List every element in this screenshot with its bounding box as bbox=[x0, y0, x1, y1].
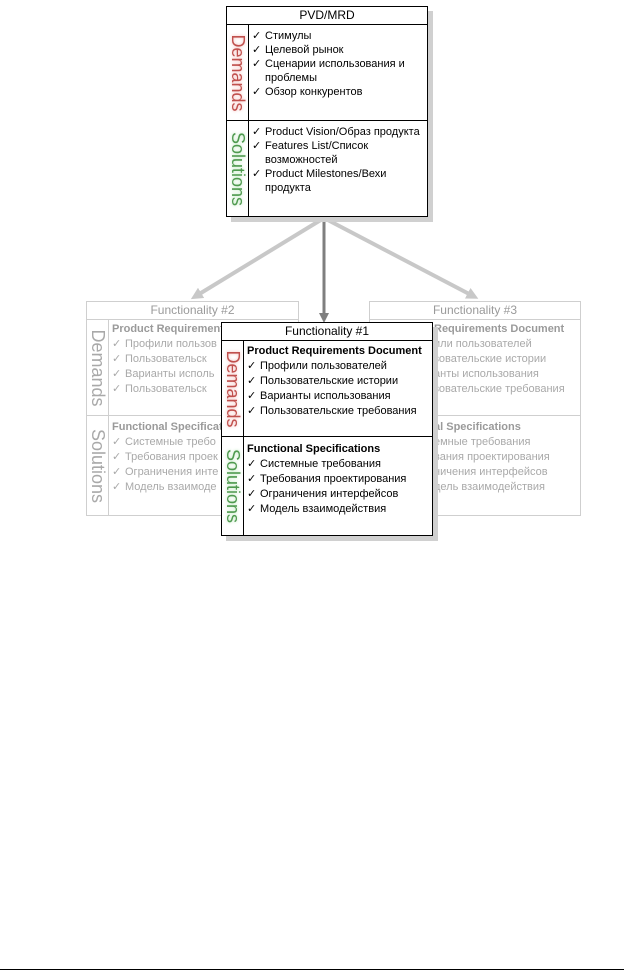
check-icon: ✓ bbox=[112, 338, 122, 350]
list-item: ✓Product Vision/Образ продукта bbox=[252, 126, 420, 138]
list-item: ✓Features List/Список возможностей bbox=[252, 140, 369, 166]
func2-prd-heading: Product Requirement bbox=[112, 323, 224, 335]
check-icon: ✓ bbox=[112, 451, 122, 463]
func2-solutions-section: Solutions Functional Specificatio ✓Систе… bbox=[87, 416, 298, 515]
list-item: зовательские истории bbox=[434, 353, 547, 365]
pvd-demands-section: Demands ✓Стимулы ✓Целевой рынок ✓Сценари… bbox=[227, 25, 427, 120]
list-item: ✓Модель взаимодействия bbox=[247, 503, 387, 515]
list-item: ✓Варианты использования bbox=[247, 390, 391, 402]
list-item: ✓Стимулы bbox=[252, 30, 312, 42]
list-item: дель взаимодействия bbox=[434, 481, 546, 493]
check-icon: ✓ bbox=[252, 30, 262, 42]
check-icon: ✓ bbox=[112, 353, 122, 365]
func3-prd-heading: Requirements Document bbox=[434, 323, 565, 335]
list-item: ✓Пользовательские истории bbox=[247, 375, 399, 387]
func1-solutions-label: Solutions bbox=[222, 448, 243, 524]
list-item: ✓Варианты исполь bbox=[112, 368, 215, 380]
list-item: ✓Профили пользов bbox=[112, 338, 217, 350]
list-item: ✓Пользовательск bbox=[112, 353, 207, 365]
check-icon: ✓ bbox=[252, 168, 262, 180]
func1-prd-heading: Product Requirements Document bbox=[247, 345, 422, 357]
check-icon: ✓ bbox=[112, 383, 122, 395]
list-item: ✓Ограничения интерфейсов bbox=[247, 488, 399, 500]
list-item: ✓Ограничения инте bbox=[112, 466, 219, 478]
list-item: ничения интерфейсов bbox=[434, 466, 548, 478]
check-icon: ✓ bbox=[112, 466, 122, 478]
pvd-solutions-section: Solutions ✓Product Vision/Образ продукта… bbox=[227, 121, 427, 216]
check-icon: ✓ bbox=[247, 375, 257, 387]
functionality-2-title: Functionality #2 bbox=[87, 302, 298, 320]
list-item: ✓Обзор конкурентов bbox=[252, 86, 363, 98]
check-icon: ✓ bbox=[247, 503, 257, 515]
list-item: ✓Профили пользователей bbox=[247, 360, 387, 372]
func1-demands-section: Demands Product Requirements Document ✓П… bbox=[222, 341, 432, 436]
pvd-mrd-box: PVD/MRD Demands ✓Стимулы ✓Целевой рынок … bbox=[226, 6, 428, 217]
func1-fs-heading: Functional Specifications bbox=[247, 443, 381, 455]
list-item: ✓Требования проек bbox=[112, 451, 218, 463]
list-item: или пользователей bbox=[434, 338, 532, 350]
functionality-1-title: Functionality #1 bbox=[222, 323, 432, 341]
check-icon: ✓ bbox=[112, 436, 122, 448]
list-item: ✓Пользовательские требования bbox=[247, 405, 417, 417]
arrow-to-func3 bbox=[323, 216, 479, 299]
func2-fs-heading: Functional Specificatio bbox=[112, 421, 233, 433]
func3-fs-heading: al Specifications bbox=[434, 421, 521, 433]
check-icon: ✓ bbox=[252, 140, 262, 152]
check-icon: ✓ bbox=[247, 405, 257, 417]
list-item: ✓Системные требо bbox=[112, 436, 216, 448]
check-icon: ✓ bbox=[252, 126, 262, 138]
check-icon: ✓ bbox=[112, 481, 122, 493]
check-icon: ✓ bbox=[247, 488, 257, 500]
pvd-solutions-label: Solutions bbox=[227, 131, 248, 206]
check-icon: ✓ bbox=[247, 473, 257, 485]
pvd-demands-label: Demands bbox=[227, 33, 248, 112]
list-item: вания проектирования bbox=[434, 451, 550, 463]
list-item: анты использования bbox=[434, 368, 539, 380]
check-icon: ✓ bbox=[247, 390, 257, 402]
arrow-to-func2 bbox=[190, 216, 326, 300]
list-item: ✓Модель взаимоде bbox=[112, 481, 217, 493]
func1-solutions-section: Solutions Functional Specifications ✓Сис… bbox=[222, 437, 432, 535]
check-icon: ✓ bbox=[247, 458, 257, 470]
func2-demands-section: Demands Product Requirement ✓Профили пол… bbox=[87, 320, 298, 415]
page-bottom-rule bbox=[0, 969, 624, 970]
check-icon: ✓ bbox=[252, 44, 262, 56]
check-icon: ✓ bbox=[252, 86, 262, 98]
list-item: ✓Product Milestones/Вехи продукта bbox=[252, 168, 387, 194]
list-item: ✓Системные требования bbox=[247, 458, 381, 470]
func3-solutions-section: al Specifications емные требования вания… bbox=[370, 416, 580, 515]
list-item: емные требования bbox=[434, 436, 531, 448]
func3-demands-section: Requirements Document или пользователей … bbox=[370, 320, 580, 415]
list-item: ✓Сценарии использования и проблемы bbox=[252, 58, 405, 84]
func1-demands-label: Demands bbox=[222, 349, 243, 428]
func2-solutions-label: Solutions bbox=[87, 428, 108, 503]
check-icon: ✓ bbox=[247, 360, 257, 372]
functionality-1-box: Functionality #1 Demands Product Require… bbox=[221, 322, 433, 536]
check-icon: ✓ bbox=[252, 58, 262, 70]
func2-demands-label: Demands bbox=[87, 328, 108, 407]
list-item: ✓Требования проектирования bbox=[247, 473, 407, 485]
pvd-mrd-title: PVD/MRD bbox=[227, 7, 427, 25]
list-item: ✓Пользовательск bbox=[112, 383, 207, 395]
list-item: ✓Целевой рынок bbox=[252, 44, 344, 56]
check-icon: ✓ bbox=[112, 368, 122, 380]
list-item: зовательские требования bbox=[434, 383, 565, 395]
functionality-3-title: Functionality #3 bbox=[370, 302, 580, 320]
